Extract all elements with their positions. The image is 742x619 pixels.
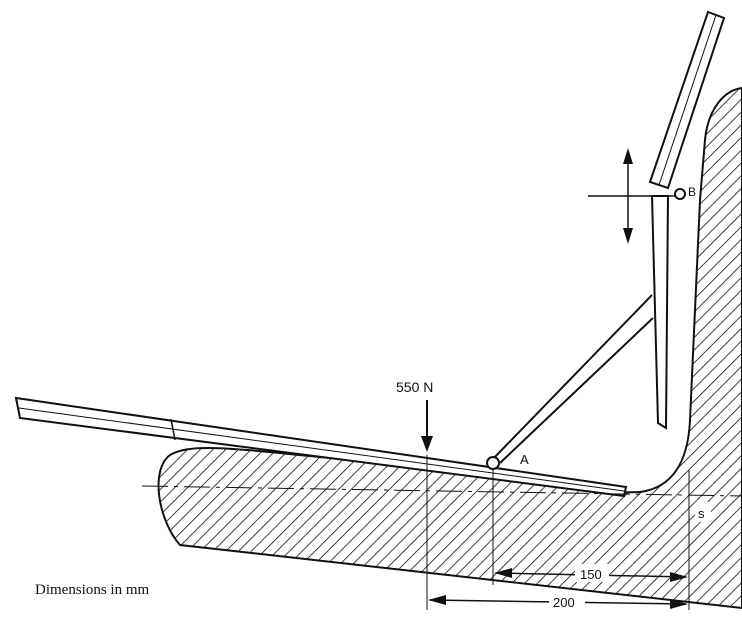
force-arrow-head [421,436,433,452]
lever-segment-joint [170,418,176,441]
double-arrow-head-up [623,148,633,164]
units-note: Dimensions in mm [35,582,150,598]
dim-150-label: 150 [580,567,602,582]
horizontal-reference-line [141,485,742,497]
dim-200-label: 200 [553,595,575,610]
dim-200-arrow-right [670,599,688,609]
upper-lever-inner-line [658,14,717,186]
strut-line-2 [499,317,654,464]
pin-a [486,456,500,470]
dim-200-label-bg [549,592,585,610]
upright-link [650,195,670,430]
inclined-lever [14,396,628,498]
dim-200-arrow-left [428,595,446,605]
lever-inner-line [18,407,625,492]
force-label: 550 N [396,379,433,395]
force-label-bg [393,376,455,396]
double-arrow-head-down [623,228,633,244]
point-a-label: A [520,452,529,467]
point-s-label: s [698,506,705,521]
dim-150-arrow-left [494,568,512,578]
point-b-label: B [688,185,696,199]
dim-150-label-bg [575,564,609,582]
strut-line-1 [491,294,653,461]
dim-150-arrow-right [670,572,688,582]
pin-b [674,188,686,200]
s-label-bg [695,502,711,522]
